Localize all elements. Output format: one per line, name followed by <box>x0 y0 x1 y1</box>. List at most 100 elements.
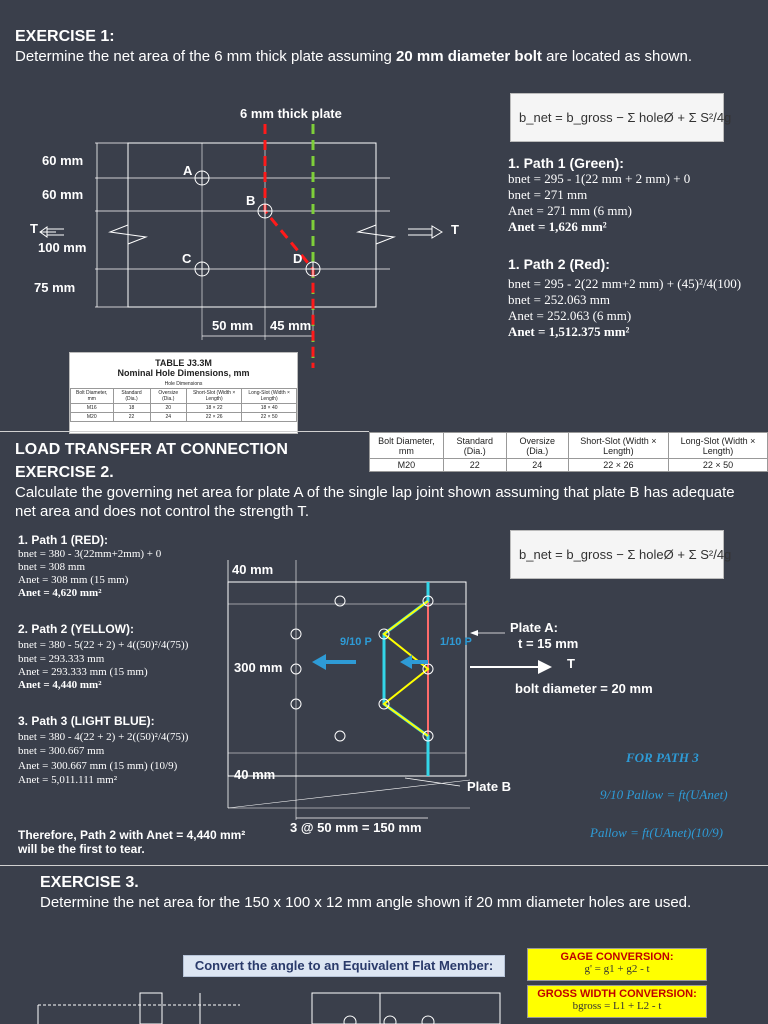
ex1-hole-d: D <box>293 251 303 266</box>
ex2-p3-title: 3. Path 3 (LIGHT BLUE): <box>18 714 155 728</box>
table-j33m-group: Hole Dimensions <box>164 381 203 387</box>
ex2-path-yellow <box>382 600 430 737</box>
table-j33m: TABLE J3.3M Nominal Hole Dimensions, mm … <box>69 352 298 434</box>
ex1-plate-label: 6 mm thick plate <box>240 106 342 121</box>
ex1-path1-l2: bnet = 271 mm <box>508 187 588 202</box>
ex1-desc-bold: 20 mm diameter bolt <box>396 48 542 65</box>
th: Short-Slot (Width × Length) <box>567 432 669 459</box>
ex2-p1-title: 1. Path 1 (RED): <box>18 533 109 547</box>
ex1-path2-l4: Anet = 1,512.375 mm² <box>508 324 630 339</box>
ex1-dim-100: 100 mm <box>38 240 87 255</box>
ex2-title: EXERCISE 2. <box>15 464 114 481</box>
hole-table-large: Bolt Diameter, mm Standard (Dia.) Oversi… <box>369 432 768 472</box>
ex2-p1-l1: bnet = 380 - 3(22mm+2mm) + 0 <box>18 548 162 560</box>
ex3-gross-title: GROSS WIDTH CONVERSION: <box>537 988 697 1000</box>
ex3-gage-box: GAGE CONVERSION: g' = g1 + g2 - t <box>527 948 707 981</box>
ex1-path2-title: 1. Path 2 (Red): <box>508 256 610 272</box>
hole-table-grid: Bolt Diameter, mm Standard (Dia.) Oversi… <box>369 432 768 472</box>
ex1-description: Determine the net area of the 6 mm thick… <box>15 47 755 66</box>
ex2-for-path3: FOR PATH 3 <box>626 750 699 765</box>
ex2-path-cyan <box>382 582 430 776</box>
th: Long-Slot (Width × Length) <box>241 388 297 404</box>
ex3-title: EXERCISE 3. <box>40 874 139 891</box>
td: 22 × 50 <box>241 412 297 422</box>
ex1-dim-60a: 60 mm <box>42 153 84 168</box>
ex3-gage-eq: g' = g1 + g2 - t <box>584 963 650 975</box>
td: 22 × 26 <box>185 412 243 422</box>
ex2-p3-l3: Anet = 300.667 mm (15 mm) (10/9) <box>18 760 178 772</box>
ex1-path2-l1: bnet = 295 - 2(22 mm+2 mm) + (45)²/4(100… <box>508 276 742 291</box>
ex2-heading: LOAD TRANSFER AT CONNECTION <box>15 441 288 458</box>
ex2-eq2: Pallow = ft(UAnet)(10/9) <box>590 825 723 840</box>
ex2-p2-l3: Anet = 293.333 mm (15 mm) <box>18 666 148 678</box>
td: 22 × 50 <box>667 458 768 472</box>
td: 24 <box>149 412 188 422</box>
ex3-gross-box: GROSS WIDTH CONVERSION: bgross = L1 + L2… <box>527 985 707 1018</box>
ex1-formula-box: b_net = b_gross − Σ holeØ + Σ S²/4g <box>510 93 731 142</box>
ex2-p3-l1: bnet = 380 - 4(22 + 2) + 2((50)²/4(75)) <box>18 731 189 743</box>
ex2-p2-l4: Anet = 4,440 mm² <box>18 679 102 691</box>
ex2-frac-right: 1/10 P <box>440 636 472 648</box>
ex1-dim-75: 75 mm <box>34 280 76 295</box>
th: Oversize (Dia.) <box>505 432 569 459</box>
ex2-dim-300: 300 mm <box>234 660 283 675</box>
ex2-bolt-dia: bolt diameter = 20 mm <box>515 681 653 696</box>
ex2-t-label: T <box>567 656 575 671</box>
divider-2 <box>0 865 768 866</box>
ex2-dim-40b: 40 mm <box>234 767 276 782</box>
ex2-eq1: 9/10 Pallow = ft(UAnet) <box>600 787 728 802</box>
ex1-path2: 1. Path 2 (Red): bnet = 295 - 2(22 mm+2 … <box>508 256 741 340</box>
td: M20 <box>369 458 444 472</box>
ex2-frac-left: 9/10 P <box>340 636 372 648</box>
ex2-description: Calculate the governing net area for pla… <box>15 484 735 520</box>
ex2-plate-a-t: t = 15 mm <box>518 636 579 651</box>
td: 22 <box>442 458 507 472</box>
ex2-p2-l1: bnet = 380 - 5(22 + 2) + 4((50)²/4(75)) <box>18 639 189 651</box>
ex1-path1-title: 1. Path 1 (Green): <box>508 155 624 171</box>
ex2-p3-l2: bnet = 300.667 mm <box>18 745 105 757</box>
ex2-plate-b-label: Plate B <box>467 779 512 794</box>
th: Standard (Dia.) <box>442 432 507 459</box>
ex2-formula-box: b_net = b_gross − Σ holeØ + Σ S²/4g <box>510 530 731 579</box>
th: Bolt Diameter, mm <box>369 432 444 459</box>
ex1-title: EXERCISE 1: <box>15 28 115 45</box>
ex2-p2-title: 2. Path 2 (YELLOW): <box>18 622 135 636</box>
ex1-path-red <box>263 124 315 368</box>
ex3-gross-eq: bgross = L1 + L2 - t <box>572 1000 662 1012</box>
ex1-hole-c: C <box>182 251 192 266</box>
ex2-p1-l4: Anet = 4,620 mm² <box>18 587 102 599</box>
ex1-path2-l2: bnet = 252.063 mm <box>508 292 610 307</box>
table-j33m-title: TABLE J3.3M <box>155 358 212 368</box>
table-j33m-subtitle: Nominal Hole Dimensions, mm <box>117 368 250 378</box>
divider-1 <box>0 431 369 432</box>
ex2-paths: 1. Path 1 (RED): bnet = 380 - 3(22mm+2mm… <box>18 533 188 787</box>
ex1-path1-l1: bnet = 295 - 1(22 mm + 2 mm) + 0 <box>508 171 691 186</box>
ex3-description: Determine the net area for the 150 x 100… <box>40 894 692 911</box>
ex1-t-right: T <box>451 222 459 237</box>
ex3-gage-title: GAGE CONVERSION: <box>560 951 674 963</box>
ex2-p3-l4: Anet = 5,011.111 mm² <box>18 774 118 786</box>
ex1-path1-l4: Anet = 1,626 mm² <box>508 219 607 234</box>
ex1-desc-a: Determine the net area of the 6 mm thick… <box>15 48 397 65</box>
ex2-plate-a-label: Plate A: <box>510 620 558 635</box>
ex1-dim-60b: 60 mm <box>42 187 84 202</box>
ex2-formula: b_net = b_gross − Σ holeØ + Σ S²/4g <box>519 547 732 562</box>
ex1-dim-45: 45 mm <box>270 318 312 333</box>
ex1-formula: b_net = b_gross − Σ holeØ + Σ S²/4g <box>519 110 732 125</box>
ex1-path1-l3: Anet = 271 mm (6 mm) <box>508 203 632 218</box>
ex1-path1: 1. Path 1 (Green): bnet = 295 - 1(22 mm … <box>508 155 690 235</box>
ex2-dim-40a: 40 mm <box>232 562 274 577</box>
ex1-path2-l3: Anet = 252.063 (6 mm) <box>508 308 632 323</box>
ex3-convert: Convert the angle to an Equivalent Flat … <box>183 955 505 977</box>
ex2-conclusion-b: will be the first to tear. <box>18 842 145 856</box>
ex2-dim-150: 3 @ 50 mm = 150 mm <box>290 820 422 835</box>
table-j33m-grid: Bolt Diameter, mm Standard (Dia.) Oversi… <box>70 388 297 422</box>
ex2-p2-l2: bnet = 293.333 mm <box>18 653 105 665</box>
td: 22 × 26 <box>567 458 669 472</box>
ex2-conclusion-a: Therefore, Path 2 with Anet = 4,440 mm² <box>18 828 246 842</box>
ex1-dim-50: 50 mm <box>212 318 254 333</box>
ex2-p1-l3: Anet = 308 mm (15 mm) <box>18 574 129 586</box>
ex1-hole-a: A <box>183 163 193 178</box>
